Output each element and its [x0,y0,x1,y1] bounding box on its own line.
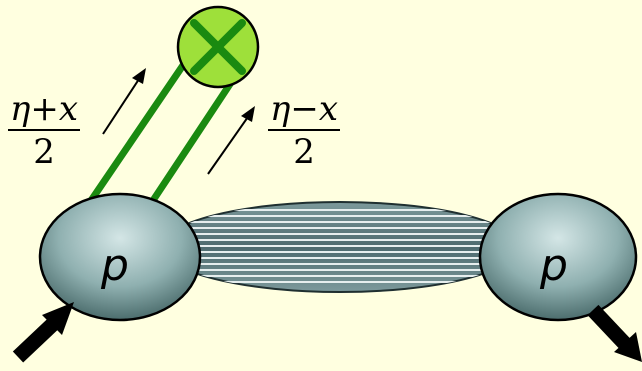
incoming-arrow-icon [12,302,74,363]
proton-left-label: p [101,240,129,291]
gluon-ladder [161,201,519,293]
momentum-fraction-left: η+x 2 [8,89,81,172]
momentum-arrow-left [102,68,146,135]
fraction-left-denominator: 2 [33,132,55,172]
fraction-right-denominator: 2 [293,132,315,172]
vertex-cross-icon [176,5,260,89]
fraction-right-numerator: η−x [270,89,339,129]
outgoing-arrow-icon [587,304,642,362]
gluon-line-right [146,68,242,209]
proton-right [478,192,638,322]
fraction-right-bar [268,129,341,131]
momentum-arrow-right [207,106,255,175]
fraction-left-bar [8,129,81,131]
proton-right-label: p [540,240,568,291]
gluon-line-left [84,51,194,209]
fraction-left-numerator: η+x [10,89,79,129]
proton-left [38,192,202,322]
momentum-fraction-right: η−x 2 [268,89,341,172]
